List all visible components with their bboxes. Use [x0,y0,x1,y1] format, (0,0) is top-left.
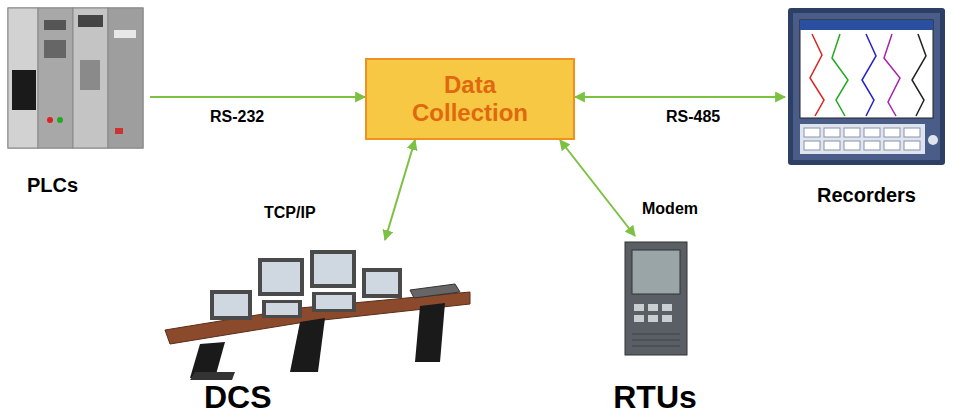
device-caption: PLCs [27,173,78,197]
link-arrow [575,96,785,98]
recorder-picture [788,8,945,165]
plc-port [78,15,103,27]
plc-picture [8,8,143,148]
rtu-buttons [634,304,672,322]
rtu-vents [632,334,680,346]
trend-line [862,34,876,116]
device-caption: Recorders [817,183,916,207]
rtu-picture [625,242,687,355]
plc-module [108,8,143,148]
recorder-header [800,20,933,30]
plc-module [38,8,73,148]
plc-led [57,117,63,123]
box-title: Data Collection [405,71,535,127]
plc-led [47,117,53,123]
dcs-node: DCS [160,240,472,415]
rtu-node: RTUs [600,236,710,415]
rtu-housing [625,242,687,355]
link-label: Modem [640,200,700,218]
plc-display [12,70,36,110]
plc-housing [8,8,143,148]
console-leg [415,303,445,362]
link-label: TCP/IP [262,204,318,222]
recorder-bezel [793,13,940,160]
link-arrow [385,140,415,240]
link-label: RS-485 [664,108,722,126]
recorder-frame [788,8,945,165]
recorder-screen [800,20,933,118]
link-arrow [560,140,635,236]
plc-terminal [80,60,100,90]
trend-line [912,34,926,116]
plc-port [44,40,66,58]
plc-switch [115,128,123,134]
rtu-screen [632,250,680,294]
device-caption: DCS [204,379,272,415]
console-foot [190,372,235,380]
plc-module [8,8,38,148]
recorder-keys [804,128,920,150]
device-caption: RTUs [613,379,697,415]
dcs-console-picture [165,250,470,380]
trend-line [884,34,900,116]
link-label: RS-232 [208,108,266,126]
plc-module [73,8,108,148]
process-box: Data Collection [365,58,575,140]
plc-node: PLCs [5,5,150,197]
console-leg [290,318,325,372]
trend-line [810,34,824,116]
trend-line [832,34,848,116]
recorder-knob [928,135,938,145]
recorder-keypad [800,124,925,154]
recorder-node: Recorders [785,5,948,207]
plc-label-plate [114,30,136,38]
console-monitors [210,250,460,320]
link-arrow [150,96,365,98]
plc-port [44,20,66,30]
